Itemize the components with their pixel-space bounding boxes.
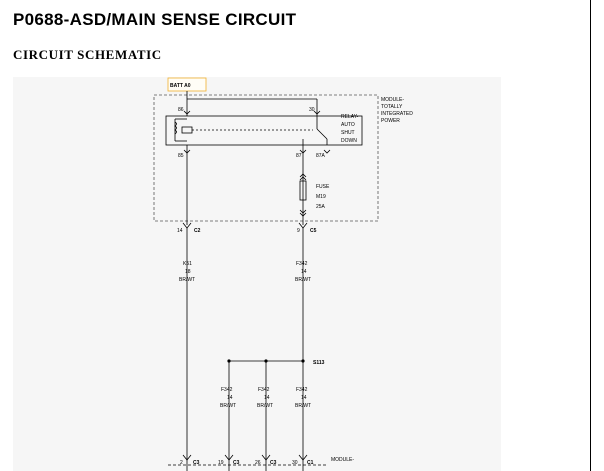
- right-connector-id: C5: [310, 228, 317, 234]
- section-title: CIRCUIT SCHEMATIC: [13, 47, 162, 62]
- page-divider: [590, 0, 591, 471]
- relay-label-3: SHUT: [341, 130, 355, 136]
- branch2-wire-id: F342: [258, 387, 270, 393]
- relay-label-1: RELAY-: [341, 114, 359, 120]
- schematic-drawing: BATT A0 MODULE- TOTALLY INTEGRATED POWER…: [153, 77, 413, 471]
- module-label-3: INTEGRATED: [381, 111, 413, 117]
- relay-box: [165, 115, 363, 146]
- bottom-c3-pin: 26: [255, 460, 261, 466]
- left-wire-gauge: 18: [185, 269, 191, 275]
- relay-label-2: AUTO: [341, 122, 355, 128]
- splice-dot: [301, 359, 305, 363]
- branch1-wire-color: BR/WT: [220, 403, 236, 409]
- relay-label-4: DOWN: [341, 138, 357, 144]
- bottom-c2-conn: C3: [233, 460, 240, 466]
- left-wire-id: K51: [183, 261, 192, 267]
- branch2-wire-gauge: 14: [264, 395, 270, 401]
- page-title: P0688-ASD/MAIN SENSE CIRCUIT: [13, 10, 297, 29]
- relay-pin-86: 86: [178, 107, 184, 113]
- bottom-c4-conn: C1: [307, 460, 314, 466]
- batt-source-label: BATT A0: [170, 83, 191, 89]
- relay-pin-30: 30: [309, 107, 315, 113]
- bottom-c2-pin: 19: [218, 460, 224, 466]
- branch3-wire-gauge: 14: [301, 395, 307, 401]
- splice-label: S113: [313, 360, 325, 366]
- branch2-wire-color: BR/WT: [257, 403, 273, 409]
- module-label-4: POWER: [381, 118, 400, 124]
- bottom-c1-conn: C3: [193, 460, 200, 466]
- left-wire-color: BR/WT: [179, 277, 195, 283]
- module-boundary: [153, 94, 379, 222]
- left-connector-id: C2: [194, 228, 201, 234]
- branch3-wire-id: F342: [296, 387, 308, 393]
- relay-pin-85: 85: [178, 153, 184, 159]
- right-connector-pin: 9: [297, 228, 300, 234]
- module-label-2: TOTALLY: [381, 104, 403, 110]
- splice-dot: [264, 359, 268, 363]
- fuse-label-1: FUSE: [316, 184, 330, 190]
- bottom-c3-conn: C3: [270, 460, 277, 466]
- left-connector-pin: 14: [177, 228, 183, 234]
- relay-pin-87: 87: [296, 153, 302, 159]
- right-wire-id: F342: [296, 261, 308, 267]
- right-wire-gauge: 14: [301, 269, 307, 275]
- bottom-c4-pin: 30: [292, 460, 298, 466]
- right-wire-color: BR/WT: [295, 277, 311, 283]
- branch3-wire-color: BR/WT: [295, 403, 311, 409]
- module-label-1: MODULE-: [381, 97, 404, 103]
- branch1-wire-gauge: 14: [227, 395, 233, 401]
- bottom-c1-pin: 2: [180, 460, 183, 466]
- bottom-module-label: MODULE-: [331, 457, 354, 463]
- relay-pin-87a: 87A: [316, 153, 326, 159]
- fuse-label-3: 25A: [316, 204, 326, 210]
- splice-dot: [227, 359, 231, 363]
- fuse-label-2: M19: [316, 194, 326, 200]
- circuit-schematic: BATT A0 MODULE- TOTALLY INTEGRATED POWER…: [13, 77, 501, 471]
- branch1-wire-id: F342: [221, 387, 233, 393]
